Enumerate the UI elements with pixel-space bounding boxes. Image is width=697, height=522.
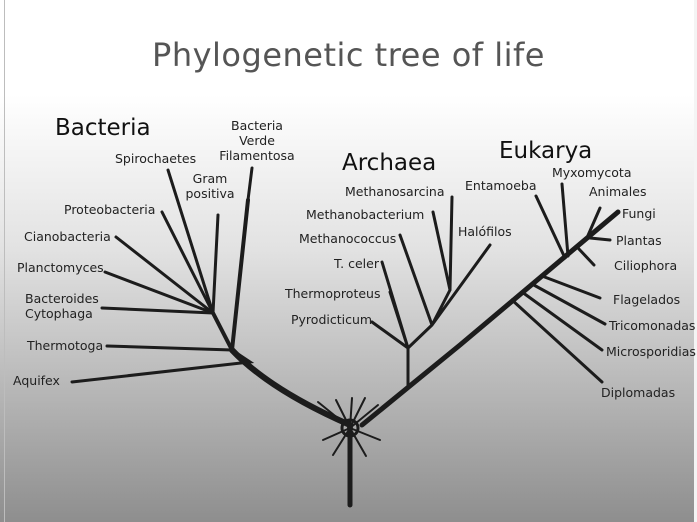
label-proteobacteria: Proteobacteria [64, 202, 155, 217]
label-bacteria-verde-line2: Verde [239, 133, 275, 148]
label-tricomonadas: Tricomonadas [608, 318, 695, 333]
label-ciliophora: Ciliophora [614, 258, 677, 273]
label-bacteria-verde-line3: Filamentosa [219, 148, 294, 163]
label-pyrodicticum: Pyrodicticum [291, 312, 372, 327]
label-methanococcus: Methanococcus [299, 231, 396, 246]
label-bacteroides-line1: Bacteroides [25, 291, 99, 306]
label-flagelados: Flagelados [613, 292, 680, 307]
label-tceler: T. celer [333, 256, 380, 271]
label-thermoproteus: Thermoproteus [284, 286, 380, 301]
label-thermotoga: Thermotoga [26, 338, 103, 353]
label-myxomycota: Myxomycota [552, 165, 632, 180]
label-animales: Animales [589, 184, 646, 199]
label-diplomadas: Diplomadas [601, 385, 675, 400]
label-fungi: Fungi [622, 206, 656, 221]
group-eukarya: Eukarya [499, 138, 592, 164]
label-spirochaetes: Spirochaetes [115, 151, 196, 166]
label-gram-line2: positiva [186, 186, 235, 201]
group-bacteria: Bacteria [55, 115, 151, 141]
label-methanobacterium: Methanobacterium [306, 207, 424, 222]
label-plantas: Plantas [616, 233, 662, 248]
label-microsporidias: Microsporidias [606, 344, 696, 359]
label-aquifex: Aquifex [13, 373, 60, 388]
label-methanosarcina: Methanosarcina [345, 184, 445, 199]
group-archaea: Archaea [342, 150, 436, 176]
label-planctomyces: Planctomyces [17, 260, 104, 275]
label-bacteroides-line2: Cytophaga [25, 306, 93, 321]
label-cianobacteria: Cianobacteria [24, 229, 111, 244]
label-entamoeba: Entamoeba [465, 178, 537, 193]
label-halofilos: Halófilos [458, 224, 512, 239]
label-bacteria-verde-line1: Bacteria [231, 118, 283, 133]
label-gram-line1: Gram [193, 171, 228, 186]
